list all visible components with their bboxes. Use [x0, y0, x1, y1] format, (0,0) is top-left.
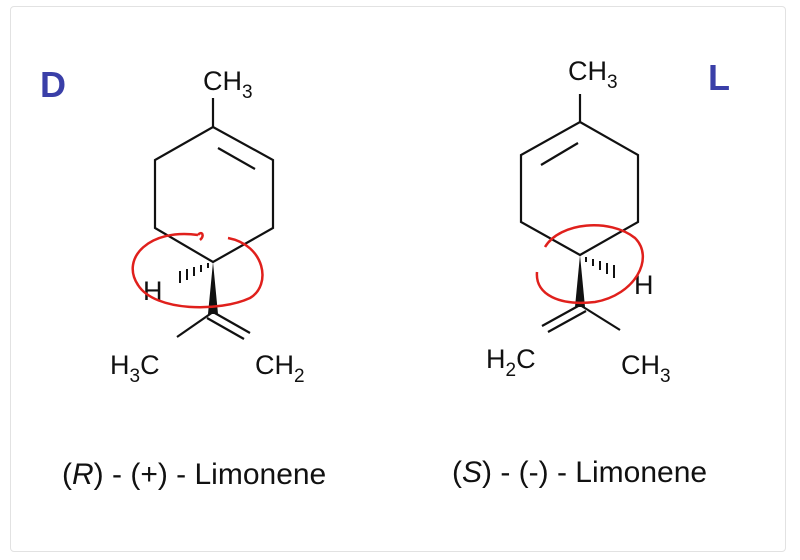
methylene: H2C [486, 344, 536, 381]
right-methyl: CH3 [621, 350, 671, 387]
top-methyl: CH3 [568, 56, 618, 93]
wedge-bond [208, 262, 218, 314]
red-circle-tick [197, 231, 204, 241]
hash-bond [585, 257, 615, 278]
r-limonene-caption: (R) - (+) - Limonene [62, 458, 326, 491]
red-circle-annotation [131, 232, 264, 309]
stereo-hydrogen: H [143, 276, 163, 306]
methylene: CH2 [255, 350, 305, 387]
l-label: L [708, 57, 730, 98]
hash-bond [179, 263, 209, 283]
d-label: D [40, 64, 66, 105]
left-methyl: H3C [110, 350, 160, 387]
red-circle-annotation [535, 224, 645, 305]
stereo-hydrogen: H [634, 270, 654, 300]
ring [519, 120, 640, 257]
s-limonene-caption: (S) - (-) - Limonene [452, 456, 707, 489]
top-methyl: CH3 [203, 66, 253, 103]
figure-frame [10, 6, 786, 552]
wedge-bond [575, 255, 585, 307]
ring [153, 125, 275, 264]
